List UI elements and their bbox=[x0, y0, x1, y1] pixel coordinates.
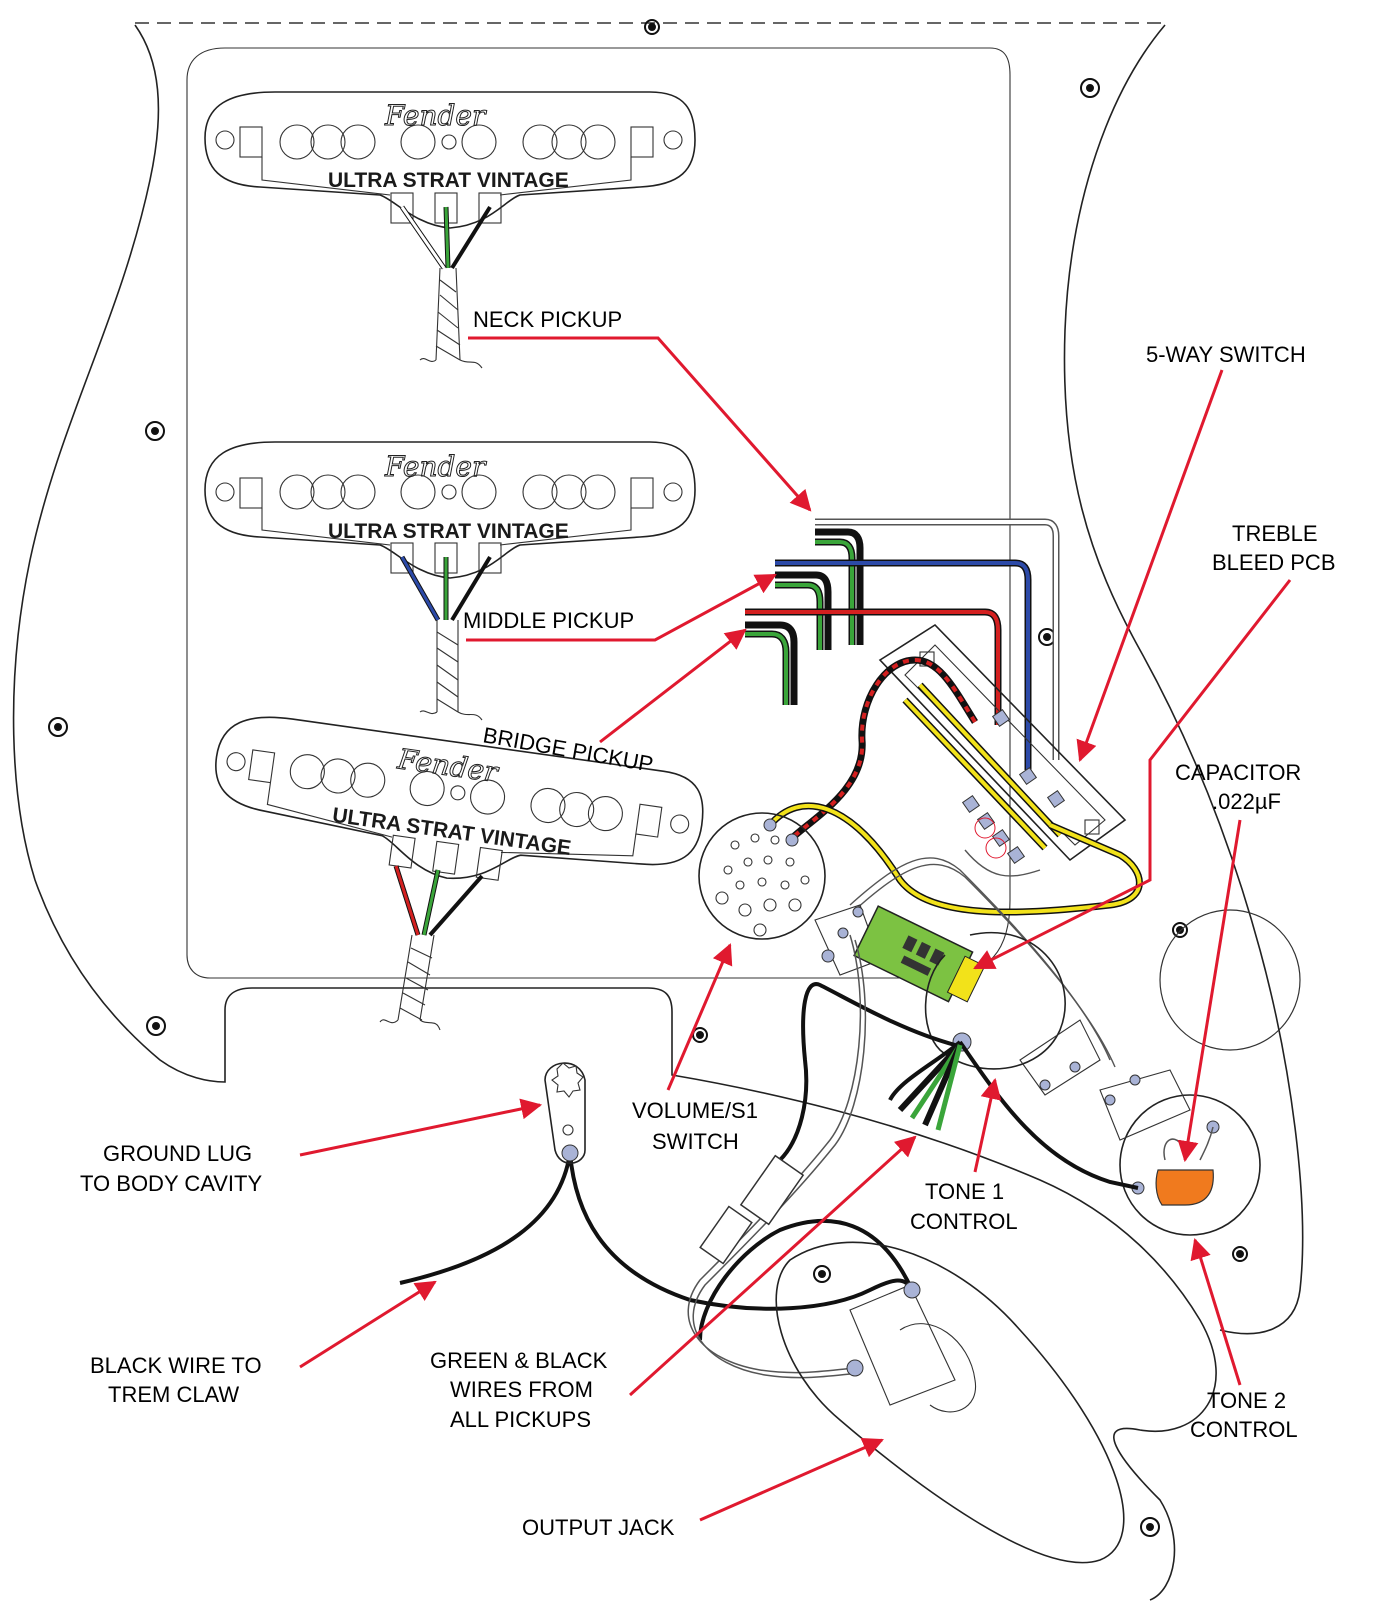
black-wire-label-1: BLACK WIRE TO bbox=[90, 1353, 262, 1378]
red-white-wire bbox=[787, 656, 978, 843]
yellow-wire bbox=[767, 802, 1143, 916]
neck-pickup-logo: Fender bbox=[384, 99, 487, 132]
green-black-label-1: GREEN & BLACK bbox=[430, 1348, 608, 1373]
screw-icon bbox=[813, 1265, 831, 1283]
tone1-label-2: CONTROL bbox=[910, 1209, 1018, 1234]
pickguard-outline bbox=[12, 24, 1304, 1601]
screw-icon bbox=[1172, 922, 1188, 938]
treble-bleed-pcb bbox=[853, 905, 986, 1003]
callout-arrows bbox=[299, 336, 1292, 1522]
neck-pickup-model: ULTRA STRAT VINTAGE bbox=[328, 169, 569, 192]
volume-switch-label-1: VOLUME/S1 bbox=[632, 1098, 758, 1123]
screw-icon bbox=[1140, 1517, 1160, 1537]
treble-bleed-label-2: BLEED PCB bbox=[1212, 550, 1336, 575]
five-way-switch-label: 5-WAY SWITCH bbox=[1146, 342, 1306, 367]
ground-lug-label-2: TO BODY CAVITY bbox=[80, 1171, 262, 1196]
green-black-label-3: ALL PICKUPS bbox=[450, 1407, 591, 1432]
green-black-group bbox=[897, 1042, 963, 1131]
capacitor-label-2: .022µF bbox=[1212, 789, 1281, 814]
tone1-label-1: TONE 1 bbox=[925, 1179, 1004, 1204]
ground-lug-label-1: GROUND LUG bbox=[103, 1141, 252, 1166]
ground-lug bbox=[544, 1062, 586, 1164]
pickup-cavity bbox=[186, 47, 1011, 979]
mounting-screws bbox=[48, 19, 1248, 1537]
bridge-pickup-leads bbox=[379, 865, 484, 1031]
volume-pot bbox=[698, 812, 881, 976]
tone2-pot bbox=[1099, 909, 1301, 1236]
tone2-label-1: TONE 2 bbox=[1207, 1388, 1286, 1413]
tone2-label-2: CONTROL bbox=[1190, 1417, 1298, 1442]
capacitor-label-1: CAPACITOR bbox=[1175, 760, 1301, 785]
screw-icon bbox=[1232, 1246, 1248, 1262]
middle-pickup: Fender ULTRA STRAT VINTAGE bbox=[204, 441, 696, 721]
bridge-pickup-label: BRIDGE PICKUP bbox=[481, 722, 655, 777]
middle-pickup-model: ULTRA STRAT VINTAGE bbox=[328, 520, 569, 543]
bridge-pickup-logo: Fender bbox=[395, 742, 502, 789]
black-wire-label-2: TREM CLAW bbox=[108, 1382, 239, 1407]
green-black-label-2: WIRES FROM bbox=[450, 1377, 593, 1402]
middle-pickup-logo: Fender bbox=[384, 450, 487, 483]
neck-pickup-label: NECK PICKUP bbox=[473, 307, 622, 332]
volume-switch-label-2: SWITCH bbox=[652, 1129, 739, 1154]
capacitor-icon bbox=[1155, 1169, 1214, 1206]
ground-wires bbox=[399, 982, 1139, 1341]
screw-icon bbox=[48, 717, 68, 737]
output-jack-label: OUTPUT JACK bbox=[522, 1515, 675, 1540]
middle-pickup-label: MIDDLE PICKUP bbox=[463, 608, 634, 633]
output-jack bbox=[775, 1241, 1125, 1564]
screw-icon bbox=[1080, 78, 1100, 98]
bridge-pickup: Fender ULTRA STRAT VINTAGE bbox=[215, 716, 704, 881]
screw-icon bbox=[146, 1016, 166, 1036]
screw-icon bbox=[145, 421, 165, 441]
neck-pickup: Fender ULTRA STRAT VINTAGE bbox=[204, 91, 696, 369]
interconnect-wires bbox=[849, 849, 1116, 1068]
treble-bleed-label-1: TREBLE bbox=[1232, 521, 1318, 546]
pickup-leads bbox=[745, 518, 1060, 770]
output-wires bbox=[687, 934, 867, 1379]
five-way-switch bbox=[878, 623, 1127, 865]
wire-connector bbox=[699, 1154, 805, 1265]
screw-icon bbox=[644, 19, 660, 35]
